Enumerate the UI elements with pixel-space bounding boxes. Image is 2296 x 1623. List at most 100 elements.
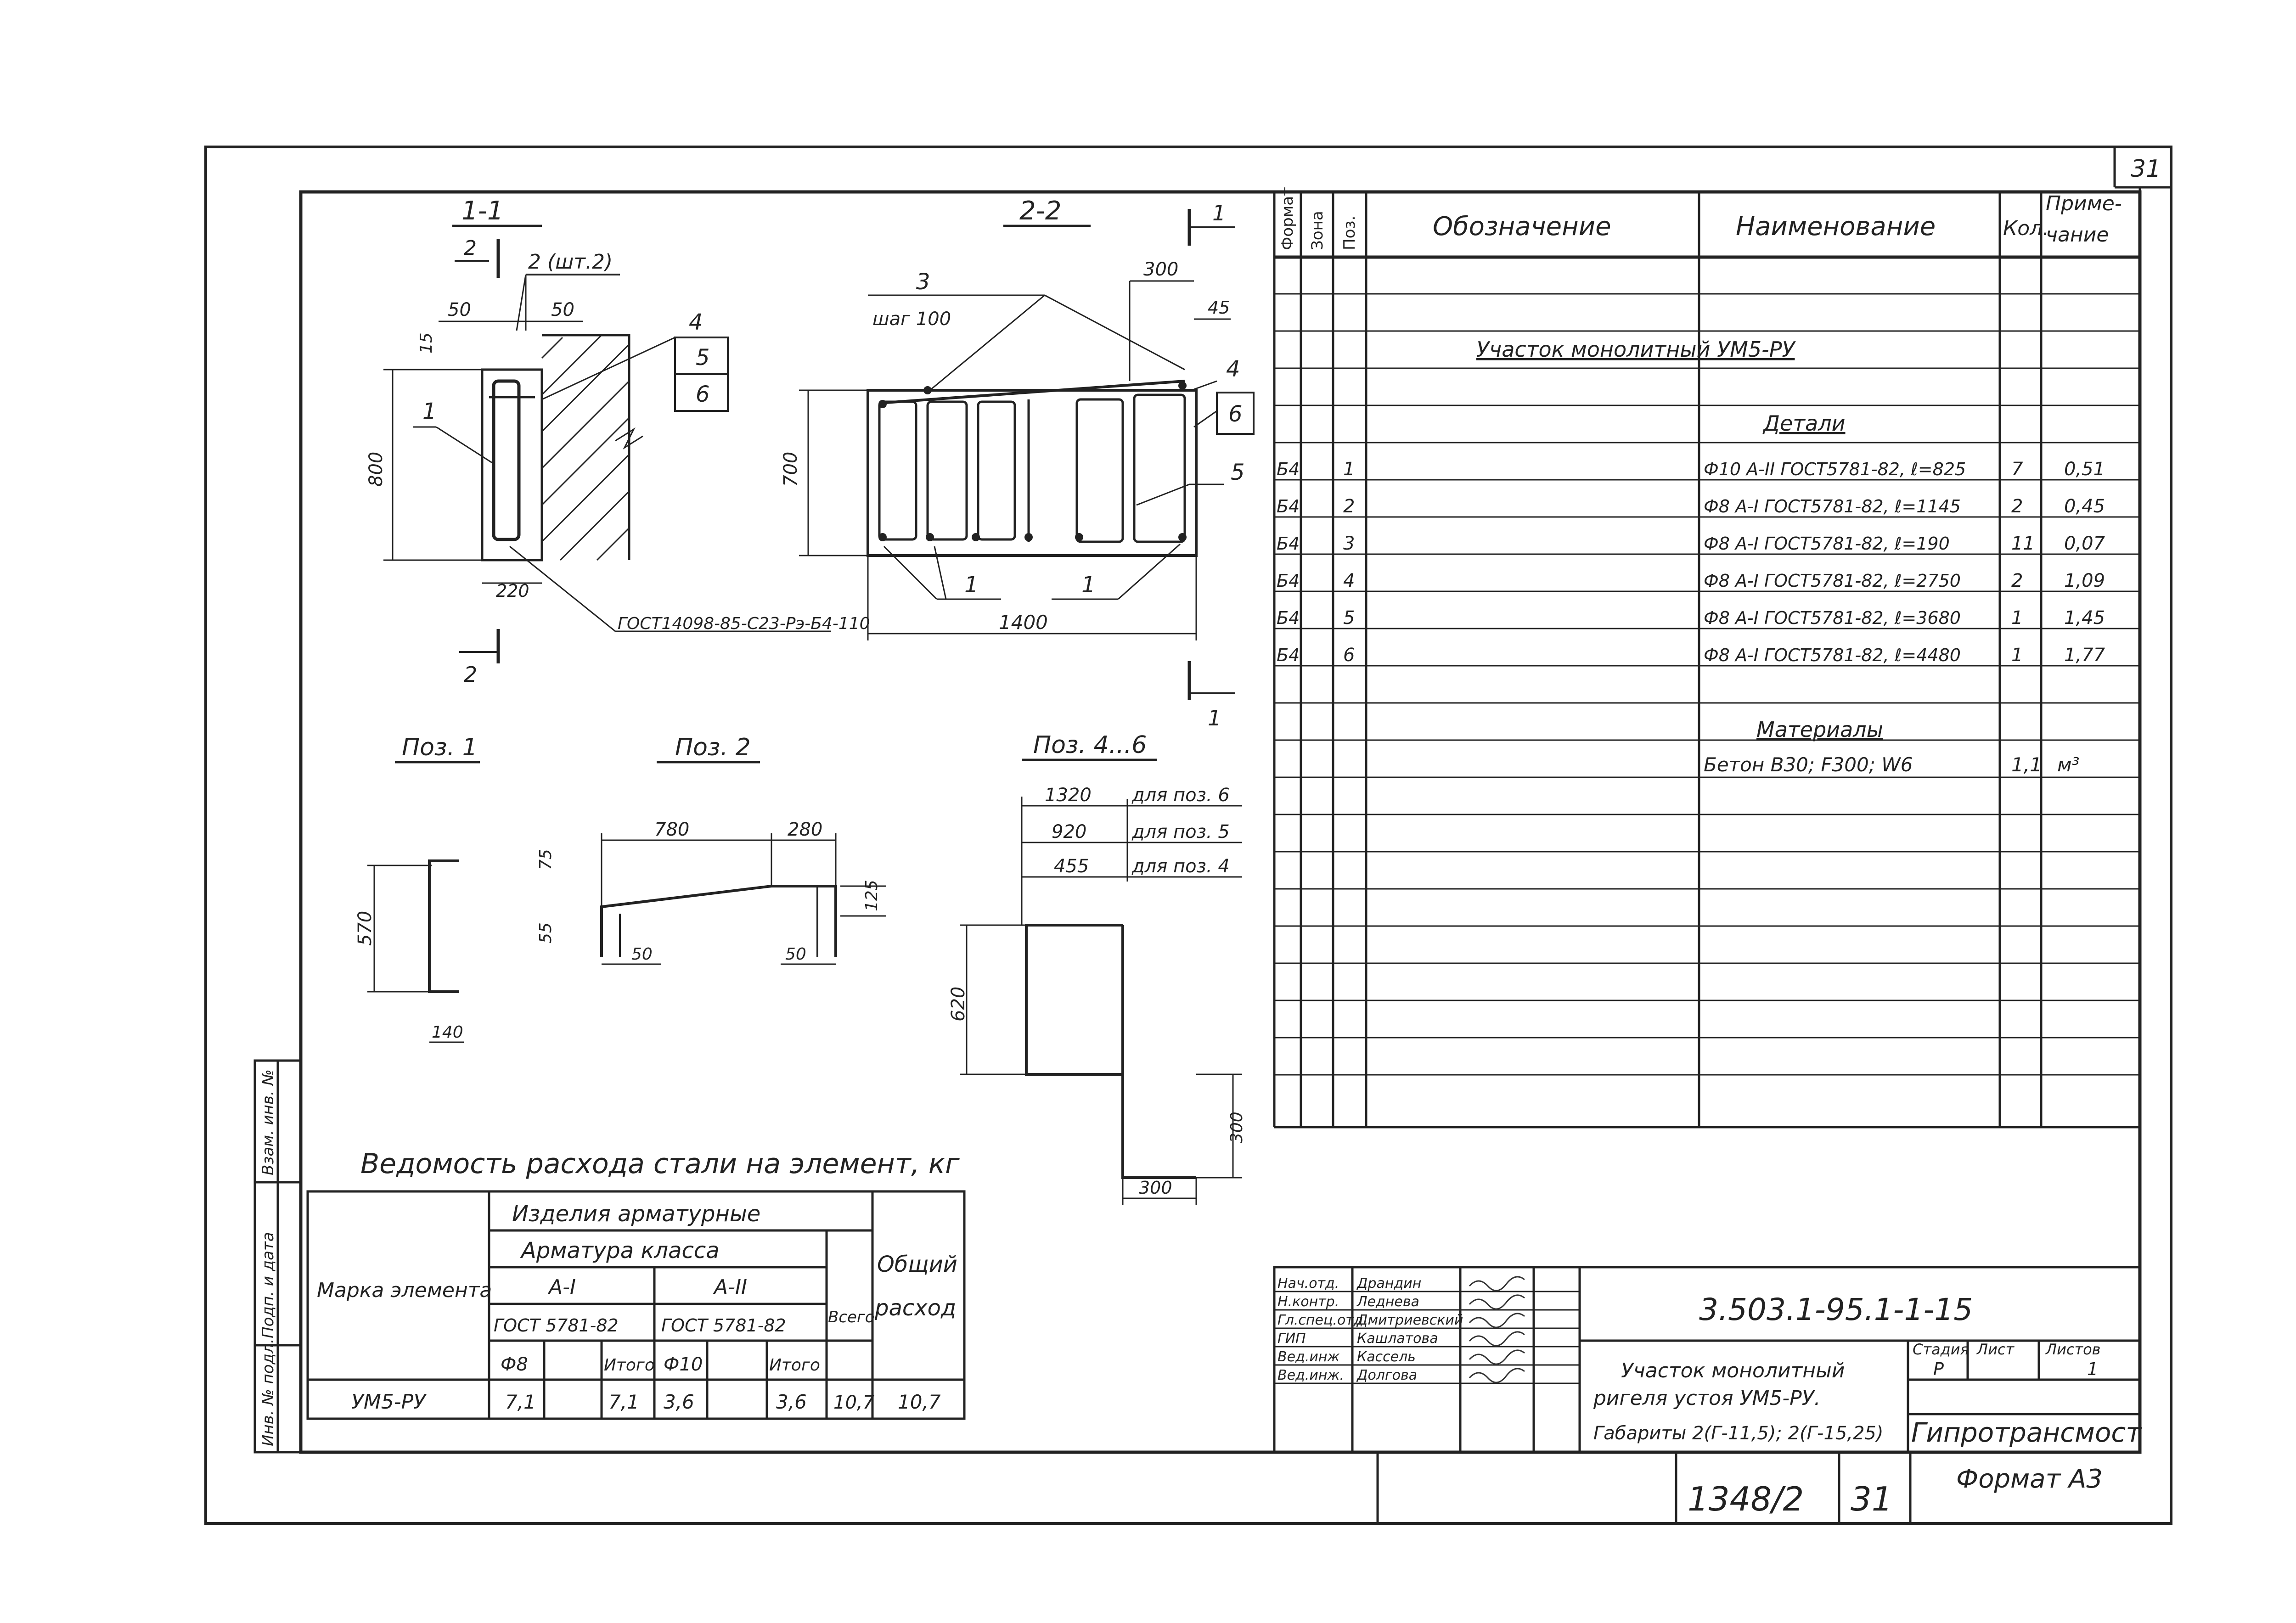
spec-cell-note: 1,09 — [2064, 570, 2105, 591]
spec-cell-name: Ф8 А-I ГОСТ5781-82, ℓ=2750 — [1704, 571, 1961, 591]
spec-cell-pos: 4 — [1343, 570, 1355, 591]
svg-text:50: 50 — [785, 945, 806, 964]
svg-text:920: 920 — [1052, 821, 1086, 842]
pos-2-title: Поз. 2 — [675, 734, 751, 761]
svg-text:расход: расход — [874, 1295, 956, 1321]
svg-text:2 (шт.2): 2 (шт.2) — [528, 250, 613, 274]
spec-cell-pos: 6 — [1343, 645, 1355, 666]
spec-cell-pos: 5 — [1343, 607, 1355, 629]
svg-text:1: 1 — [1212, 201, 1226, 225]
section-2-2: 2-2 1 3 шаг 100 300 45 700 — [780, 196, 1255, 730]
svg-text:Габариты 2(Г-11,5); 2(Г-15,25): Габариты 2(Г-11,5); 2(Г-15,25) — [1593, 1423, 1883, 1444]
steel-table-title: Ведомость расхода стали на элемент, кг — [360, 1148, 960, 1180]
signature — [1469, 1368, 1525, 1383]
signature — [1469, 1294, 1525, 1310]
svg-text:для поз. 5: для поз. 5 — [1131, 821, 1230, 842]
svg-text:ГОСТ 5781-82: ГОСТ 5781-82 — [661, 1315, 786, 1336]
svg-text:Ф10: Ф10 — [664, 1354, 703, 1375]
title-person-name: Дмитриевский — [1356, 1312, 1463, 1328]
svg-text:700: 700 — [780, 452, 801, 487]
section-1-1-title: 1-1 — [461, 196, 503, 226]
spec-cell-name: Ф8 А-I ГОСТ5781-82, ℓ=1145 — [1704, 496, 1961, 517]
svg-text:А-II: А-II — [713, 1275, 747, 1299]
svg-text:75: 75 — [536, 849, 555, 870]
spec-cell-name: Ф10 А-II ГОСТ5781-82, ℓ=825 — [1704, 459, 1966, 479]
spec-section-title: Участок монолитный УМ5-РУ — [1476, 337, 1796, 362]
svg-text:Взам. инв. №: Взам. инв. № — [259, 1069, 277, 1175]
svg-text:2: 2 — [464, 662, 477, 687]
spec-cell-pos: 1 — [1343, 459, 1355, 480]
signature — [1469, 1349, 1525, 1365]
title-block: Нач.отд.ДрандинН.контр.ЛедневаГл.спец.от… — [1273, 1266, 2142, 1523]
spec-material-name: Бетон В30; F300; W6 — [1704, 753, 1913, 776]
svg-text:10,7: 10,7 — [898, 1391, 941, 1413]
svg-text:Листов: Листов — [2045, 1341, 2101, 1358]
svg-text:10,7: 10,7 — [833, 1392, 875, 1413]
svg-text:300: 300 — [1139, 1178, 1172, 1198]
spec-cell-name: Ф8 А-I ГОСТ5781-82, ℓ=190 — [1704, 534, 1950, 554]
svg-text:Участок монолитный: Участок монолитный — [1621, 1359, 1845, 1382]
section-1-1-gost-note: ГОСТ14098-85-С23-Рэ-Б4-110 — [618, 614, 870, 633]
svg-text:4: 4 — [689, 309, 703, 335]
svg-text:45: 45 — [1208, 298, 1230, 318]
title-role: Н.контр. — [1277, 1294, 1339, 1310]
spec-cell-name: Ф8 А-I ГОСТ5781-82, ℓ=3680 — [1704, 608, 1961, 628]
spec-cell-note: 1,77 — [2064, 645, 2105, 666]
section-2-2-title: 2-2 — [1019, 196, 1061, 226]
steel-consumption-table: Ведомость расхода стали на элемент, кг М… — [306, 1148, 966, 1420]
svg-text:Всего: Всего — [828, 1308, 875, 1326]
svg-text:570: 570 — [355, 911, 376, 946]
spec-cell-note: 0,07 — [2064, 533, 2105, 554]
svg-text:220: 220 — [496, 581, 529, 601]
spec-material-qty: 1,1 — [2011, 753, 2042, 776]
svg-text:2: 2 — [464, 236, 477, 260]
corner-page-number: 31 — [2113, 147, 2171, 189]
svg-text:15: 15 — [417, 332, 436, 354]
album-number: 1348/2 — [1688, 1480, 1804, 1518]
spec-cell-qty: 2 — [2011, 496, 2023, 517]
steel-row-mark: УМ5-РУ — [351, 1390, 427, 1414]
section-1-1: 1-1 2 2 (шт.2) 50 50 15 800 4 — [366, 196, 870, 687]
title-role: Вед.инж — [1277, 1349, 1339, 1365]
spec-cell-qty: 7 — [2011, 459, 2023, 480]
svg-text:Стадия: Стадия — [1913, 1341, 1969, 1358]
svg-text:Арматура класса: Арматура класса — [520, 1238, 720, 1264]
svg-text:Лист: Лист — [1976, 1341, 2015, 1358]
svg-text:125: 125 — [862, 880, 881, 911]
spec-cell-format: Б4 — [1277, 496, 1300, 517]
svg-text:455: 455 — [1054, 856, 1089, 877]
svg-text:7,1: 7,1 — [505, 1391, 536, 1413]
spec-cell-format: Б4 — [1277, 645, 1300, 665]
spec-cell-qty: 1 — [2011, 645, 2023, 666]
spec-cell-format: Б4 — [1277, 534, 1300, 554]
svg-text:31: 31 — [2131, 155, 2161, 183]
svg-text:ГОСТ 5781-82: ГОСТ 5781-82 — [494, 1315, 619, 1336]
spec-cell-qty: 1 — [2011, 607, 2023, 629]
svg-text:280: 280 — [788, 819, 822, 840]
spec-cell-note: 0,51 — [2064, 459, 2105, 480]
svg-text:300: 300 — [1143, 259, 1178, 280]
spec-materials-heading: Материалы — [1756, 717, 1883, 742]
signature — [1469, 1313, 1525, 1328]
title-role: Вед.инж. — [1277, 1367, 1344, 1383]
spec-cell-format: Б4 — [1277, 571, 1300, 591]
title-person-name: Долгова — [1356, 1367, 1417, 1383]
svg-text:3,6: 3,6 — [664, 1391, 694, 1413]
svg-text:Итого: Итого — [769, 1356, 820, 1375]
svg-text:7,1: 7,1 — [608, 1391, 639, 1413]
spec-cell-format: Б4 — [1277, 608, 1300, 628]
svg-text:6: 6 — [1228, 401, 1243, 427]
left-signature-strip: Инв. № подл. Подп. и дата Взам. инв. № — [253, 1059, 302, 1454]
svg-text:140: 140 — [432, 1023, 463, 1042]
svg-text:300: 300 — [1227, 1112, 1246, 1143]
spec-header-format: Формат — [1278, 187, 1297, 250]
svg-text:800: 800 — [366, 452, 387, 487]
svg-text:Р: Р — [1933, 1359, 1944, 1379]
svg-text:1: 1 — [422, 399, 437, 424]
